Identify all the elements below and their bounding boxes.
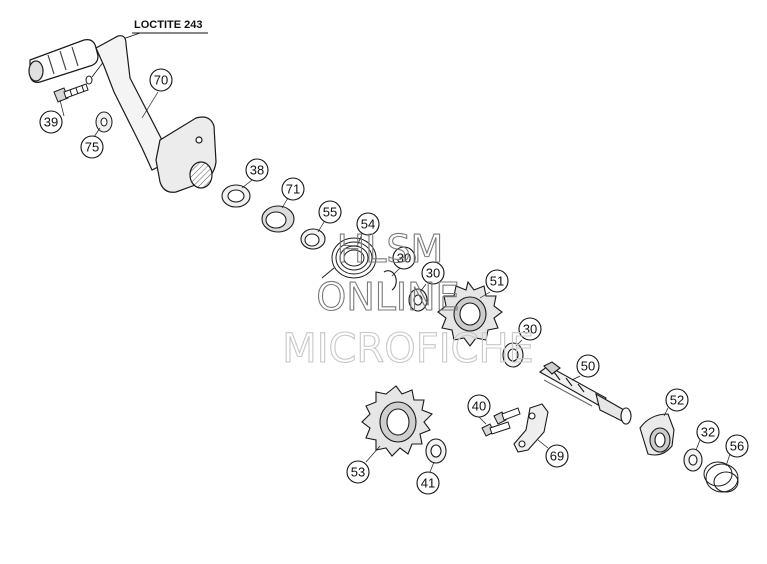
bolt-part-39 bbox=[53, 83, 89, 103]
bolt-part-40 bbox=[481, 407, 521, 437]
circlip-part-30-a bbox=[383, 270, 397, 291]
watermark-line-1: HLSM bbox=[337, 227, 444, 271]
ratchet-part-52 bbox=[639, 413, 675, 456]
callout-53: 53 bbox=[346, 460, 370, 484]
svg-text:54: 54 bbox=[361, 217, 375, 232]
svg-text:30: 30 bbox=[397, 251, 411, 266]
callout-50: 50 bbox=[576, 354, 600, 378]
callout-54: 54 bbox=[356, 212, 380, 236]
kick-spring-part-54 bbox=[321, 237, 377, 279]
svg-text:50: 50 bbox=[581, 359, 595, 374]
washer-part-32 bbox=[683, 448, 703, 472]
callout-41: 41 bbox=[416, 471, 440, 495]
seal-ring-part-38 bbox=[221, 184, 251, 208]
svg-text:70: 70 bbox=[154, 73, 168, 88]
svg-text:32: 32 bbox=[701, 425, 715, 440]
callout-39: 39 bbox=[39, 110, 63, 134]
ratchet-spring-part-56 bbox=[703, 461, 739, 493]
callout-30-lower: 30 bbox=[518, 317, 542, 341]
svg-text:75: 75 bbox=[85, 140, 99, 155]
loctite-label: LOCTITE 243 bbox=[134, 19, 202, 31]
svg-text:30: 30 bbox=[523, 322, 537, 337]
watermark-line-3: MICROFICHE bbox=[282, 326, 534, 372]
leader-lines bbox=[59, 91, 731, 473]
watermark-line-2: ONLINE bbox=[316, 275, 459, 319]
thrust-washer bbox=[408, 288, 428, 312]
washer-part-30-b bbox=[502, 342, 524, 368]
svg-text:55: 55 bbox=[323, 205, 337, 220]
dowel-pin bbox=[85, 75, 93, 85]
callouts: 70 39 75 38 71 55 54 30 30 51 30 50 52 4… bbox=[39, 68, 749, 495]
svg-text:41: 41 bbox=[421, 476, 435, 491]
callout-52: 52 bbox=[665, 388, 689, 412]
idler-gear-part-53 bbox=[361, 385, 433, 457]
svg-text:38: 38 bbox=[250, 163, 264, 178]
callout-51: 51 bbox=[485, 269, 509, 293]
callout-56: 56 bbox=[725, 434, 749, 458]
callout-70: 70 bbox=[149, 68, 173, 92]
svg-text:51: 51 bbox=[490, 274, 504, 289]
callout-30-middle: 30 bbox=[421, 261, 445, 285]
callout-71: 71 bbox=[281, 177, 305, 201]
kick-start-lever bbox=[28, 35, 217, 193]
watermark: HLSM ONLINE MICROFICHE bbox=[282, 226, 535, 372]
washer-part-41 bbox=[425, 438, 447, 464]
washer-part-75 bbox=[95, 111, 113, 133]
callout-38: 38 bbox=[245, 158, 269, 182]
kick-gear-part-51 bbox=[437, 280, 503, 347]
callout-55: 55 bbox=[318, 200, 342, 224]
svg-text:30: 30 bbox=[426, 266, 440, 281]
callout-32: 32 bbox=[696, 420, 720, 444]
svg-text:69: 69 bbox=[550, 449, 564, 464]
svg-text:56: 56 bbox=[730, 439, 744, 454]
washer-part-55 bbox=[300, 228, 326, 250]
svg-text:53: 53 bbox=[351, 465, 365, 480]
callout-40: 40 bbox=[467, 394, 491, 418]
callout-30-upper: 30 bbox=[392, 246, 416, 270]
stop-plate-part-69 bbox=[513, 403, 549, 453]
svg-text:40: 40 bbox=[472, 399, 486, 414]
callout-75: 75 bbox=[80, 135, 104, 159]
bushing-part-71 bbox=[261, 205, 295, 233]
kick-shaft-part-50 bbox=[538, 361, 632, 425]
svg-text:52: 52 bbox=[670, 393, 684, 408]
svg-text:71: 71 bbox=[286, 182, 300, 197]
callout-69: 69 bbox=[545, 444, 569, 468]
svg-text:39: 39 bbox=[44, 115, 58, 130]
